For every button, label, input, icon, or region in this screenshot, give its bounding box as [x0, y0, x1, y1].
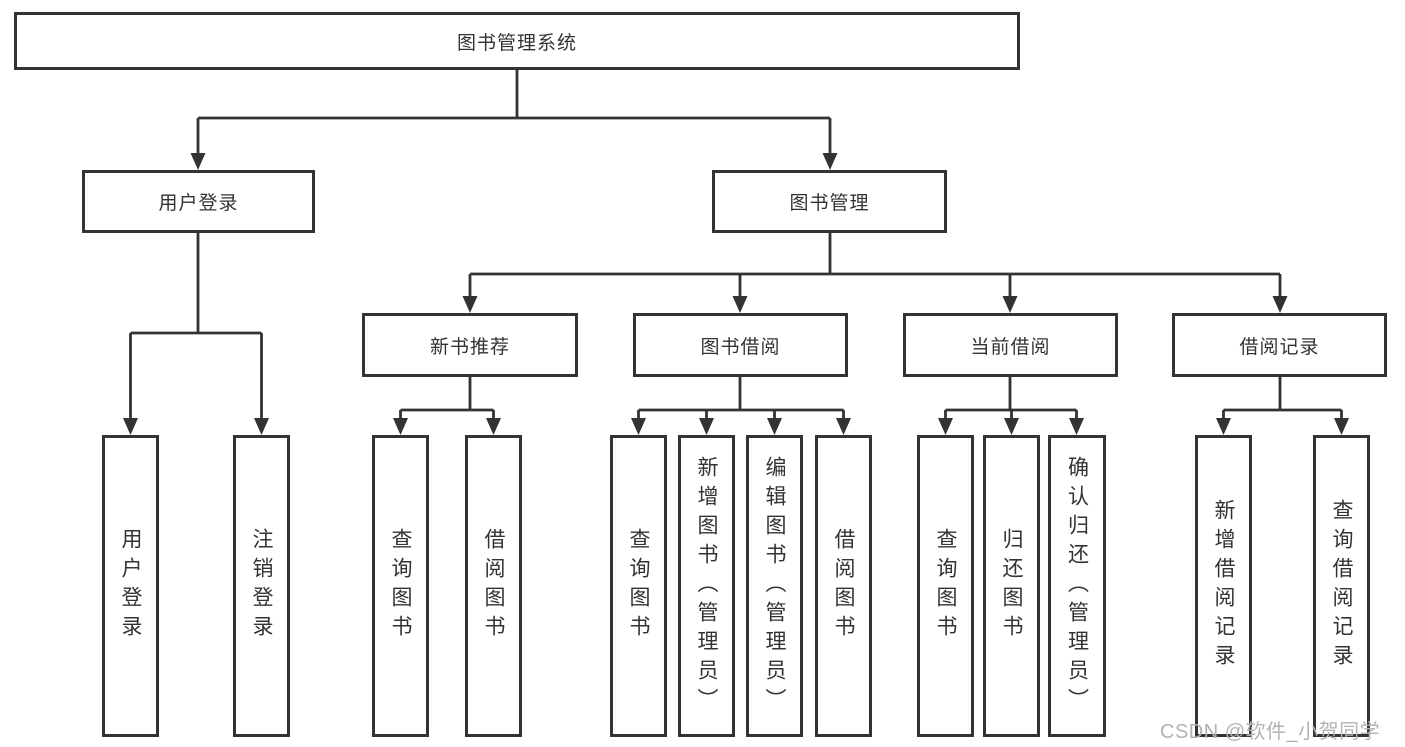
leaf-add-books-admin: 新增图书（管理员） [678, 435, 735, 737]
leaf-query-borrow-record: 查询借阅记录 [1313, 435, 1370, 737]
leaf-borrow-books-1: 借阅图书 [465, 435, 522, 737]
leaf-user-login: 用户登录 [102, 435, 159, 737]
leaf-confirm-return-admin: 确认归还（管理员） [1048, 435, 1106, 737]
leaf-logout: 注销登录 [233, 435, 290, 737]
leaf-edit-books-admin: 编辑图书（管理员） [746, 435, 803, 737]
leaf-query-books-1: 查询图书 [372, 435, 429, 737]
node-borrowing-records: 借阅记录 [1172, 313, 1387, 377]
node-current-borrowing: 当前借阅 [903, 313, 1118, 377]
node-new-book-recommend: 新书推荐 [362, 313, 578, 377]
node-root-system: 图书管理系统 [14, 12, 1020, 70]
leaf-query-books-2: 查询图书 [610, 435, 667, 737]
leaf-borrow-books-2: 借阅图书 [815, 435, 872, 737]
leaf-return-books: 归还图书 [983, 435, 1040, 737]
node-book-management: 图书管理 [712, 170, 947, 233]
csdn-watermark: CSDN @软件_小贺同学 [1160, 721, 1381, 743]
node-user-login: 用户登录 [82, 170, 315, 233]
leaf-add-borrow-record: 新增借阅记录 [1195, 435, 1252, 737]
node-book-borrowing: 图书借阅 [633, 313, 848, 377]
leaf-query-books-3: 查询图书 [917, 435, 974, 737]
